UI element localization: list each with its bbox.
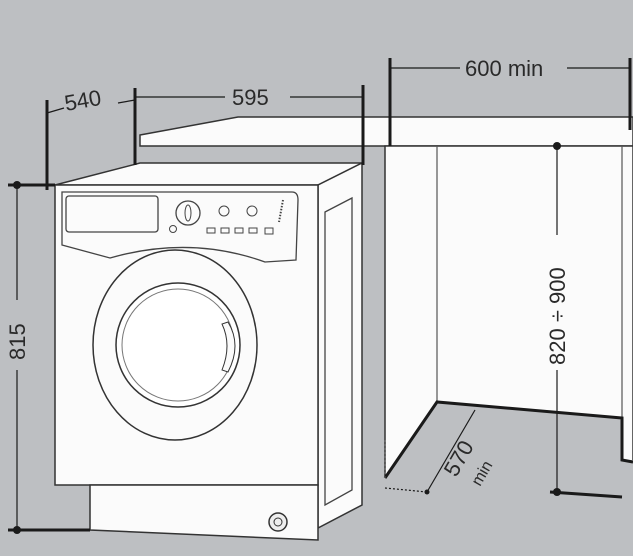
floor-niche (385, 402, 633, 556)
door-glass (115, 282, 241, 408)
knob-icon (218, 205, 230, 217)
clearance-label: 600 min (465, 56, 543, 81)
depth-label: 540 (63, 85, 104, 116)
machine-plinth (89, 484, 319, 541)
cabinet (139, 116, 633, 556)
machine-top (54, 162, 363, 186)
worktop-height-label: 820 ÷ 900 (545, 267, 570, 365)
detergent-drawer (65, 195, 159, 233)
program-knob-icon (175, 200, 201, 226)
washing-machine (54, 161, 363, 541)
filter-cap-icon (268, 512, 288, 532)
width-label: 595 (232, 85, 269, 110)
dimension-lines (8, 58, 632, 532)
worktop (139, 116, 633, 147)
dimension-guides (16, 67, 630, 530)
control-panel (61, 191, 299, 263)
height-label: 815 (5, 323, 30, 360)
door-handle (221, 321, 236, 373)
knob-icon (246, 205, 258, 217)
